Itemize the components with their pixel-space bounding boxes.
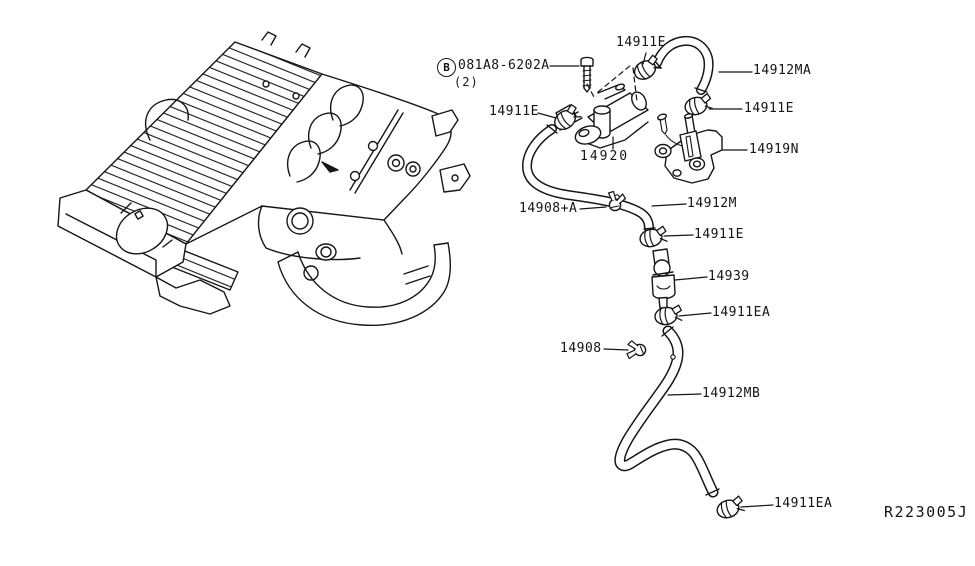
hose-clamp-icon-ea-lower [714,494,747,522]
part-label-14911e-left: 14911E [489,104,539,119]
part-label-14911e-top: 14911E [616,35,666,50]
check-valve-14939 [651,248,676,309]
hose-14912mb [614,325,720,498]
bolt-icon [580,56,594,93]
part-label-14911e-mid: 14911E [694,227,744,242]
intake-inlet-tube [115,207,169,255]
bolt-callout-prefix-badge: B [437,58,456,77]
part-label-14911e-right: 14911E [744,101,794,116]
leader-lines [537,52,774,508]
assembly-dashed-lines [586,64,638,103]
part-label-14939: 14939 [708,269,750,284]
part-label-14911ea-lower: 14911EA [774,496,833,511]
spring-clamp-icon [624,337,648,360]
hose-clamp-icon-ea-upper [653,304,684,327]
part-label-14908a: 14908+A [519,201,578,216]
part-label-14912mb: 14912MB [702,386,761,401]
part-label-14911ea-upper: 14911EA [712,305,771,320]
bolt-callout-quantity: (2) [454,75,479,89]
intake-plenum [185,73,452,245]
engine-illustration [57,31,471,327]
bracket-14919n [654,113,723,184]
part-label-14919n: 14919N [749,142,799,157]
part-label-14908: 14908 [560,341,602,356]
hose-clamp-icon-mid [637,225,670,250]
intake-duct [277,242,451,327]
part-label-bolt-code: 081A8-6202A [458,58,550,73]
part-label-14912ma: 14912MA [753,63,812,78]
diagram-reference-code: R223005J [884,503,969,521]
part-label-14920: 14920 [580,149,630,164]
part-label-14912m: 14912M [687,196,737,211]
